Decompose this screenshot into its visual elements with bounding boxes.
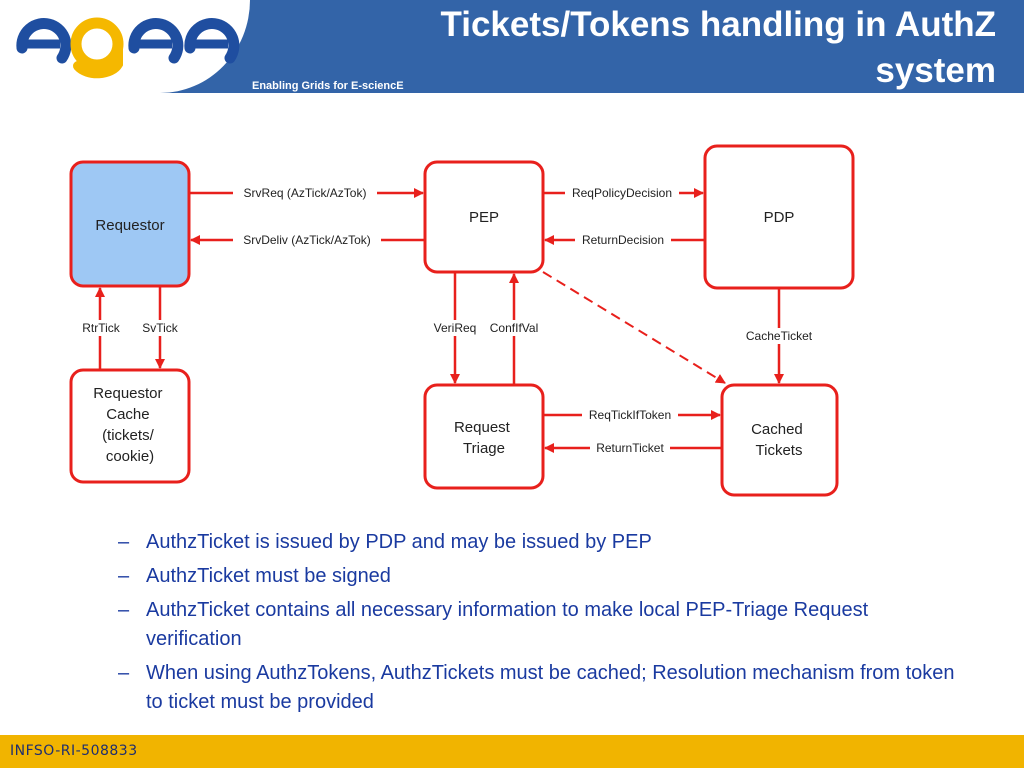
logo-panel [0, 0, 250, 93]
edge-verireq: VeriReq [428, 273, 482, 384]
edge-reqtickiftoken-label: ReqTickIfToken [589, 408, 671, 422]
node-requestor-label: Requestor [95, 217, 164, 234]
logo-letter-g [70, 17, 124, 79]
edge-rtrtick: RtrTick [78, 287, 124, 369]
edge-returndecision: ReturnDecision [544, 232, 704, 248]
page-title-line2: system [875, 51, 996, 90]
bullet-dash: – [118, 662, 130, 684]
tagline: Enabling Grids for E-sciencE [252, 80, 404, 92]
node-requestor-cache-label: Requestor Cache (tickets/ cookie) [93, 385, 166, 465]
node-requestor: Requestor [69, 160, 191, 288]
bullet-item: – AuthzTicket must be signed [118, 562, 968, 591]
node-pdp: PDP [703, 144, 855, 290]
node-pep-label: PEP [469, 209, 499, 226]
node-pep: PEP [423, 160, 545, 274]
edge-returnticket: ReturnTicket [544, 440, 721, 456]
node-cached-tickets: Cached Tickets [720, 383, 839, 497]
edge-pep-to-cached-tickets-dashed [542, 271, 726, 384]
node-pdp-label: PDP [764, 209, 795, 226]
bullet-dash: – [118, 599, 130, 621]
bullet-dash: – [118, 531, 130, 553]
bullet-item: – When using AuthzTokens, AuthzTickets m… [118, 659, 968, 717]
edge-cacheticket: CacheTicket [738, 289, 820, 384]
edge-srvdeliv: SrvDeliv (AzTick/AzTok) [190, 232, 424, 248]
edge-returnticket-label: ReturnTicket [596, 441, 664, 455]
edge-returndecision-label: ReturnDecision [582, 233, 664, 247]
logo-letter-e1 [16, 18, 72, 64]
edge-srvreq-label: SrvReq (AzTick/AzTok) [244, 186, 367, 200]
edge-reqpolicydecision: ReqPolicyDecision [544, 185, 704, 201]
edge-conflfval-label: ConfIfVal [490, 321, 538, 335]
bullet-item: – AuthzTicket is issued by PDP and may b… [118, 528, 968, 557]
edge-reqtickiftoken: ReqTickIfToken [544, 407, 721, 423]
bullet-text: AuthzTicket must be signed [146, 565, 391, 587]
header-bar: Enabling Grids for E-sciencE Tickets/Tok… [0, 0, 1024, 93]
edge-conflfval: ConfIfVal [484, 273, 544, 384]
edge-verireq-label: VeriReq [434, 321, 477, 335]
edge-srvdeliv-label: SrvDeliv (AzTick/AzTok) [243, 233, 371, 247]
logo-letter-e3 [184, 18, 240, 64]
logo-letter-e2 [128, 18, 184, 64]
page-title-line1: Tickets/Tokens handling in AuthZ [440, 5, 996, 44]
edge-srvreq: SrvReq (AzTick/AzTok) [190, 185, 424, 201]
bullet-text: When using AuthzTokens, AuthzTickets mus… [146, 662, 955, 713]
edge-cacheticket-label: CacheTicket [746, 329, 813, 343]
footer-bar: INFSO-RI-508833 [0, 735, 1024, 768]
bullet-text: AuthzTicket contains all necessary infor… [146, 599, 869, 650]
footer-text: INFSO-RI-508833 [10, 743, 138, 759]
node-requestor-cache: Requestor Cache (tickets/ cookie) [69, 368, 191, 484]
node-request-triage-label: Request Triage [454, 419, 514, 457]
bullet-list: – AuthzTicket is issued by PDP and may b… [118, 528, 968, 722]
edge-rtrtick-label: RtrTick [82, 321, 121, 335]
edge-svtick: SvTick [138, 287, 182, 369]
node-request-triage: Request Triage [423, 383, 545, 490]
authz-flow-diagram: Requestor PEP PDP Requestor Cache (ticke… [69, 144, 855, 497]
page-title: Tickets/Tokens handling in AuthZ system [356, 2, 996, 94]
edge-reqpolicydecision-label: ReqPolicyDecision [572, 186, 672, 200]
bullet-item: – AuthzTicket contains all necessary inf… [118, 596, 968, 654]
bullet-text: AuthzTicket is issued by PDP and may be … [146, 531, 652, 553]
bullet-dash: – [118, 565, 130, 587]
edge-svtick-label: SvTick [142, 321, 179, 335]
node-cached-tickets-label: Cached Tickets [751, 421, 807, 459]
egee-logo [16, 17, 240, 79]
